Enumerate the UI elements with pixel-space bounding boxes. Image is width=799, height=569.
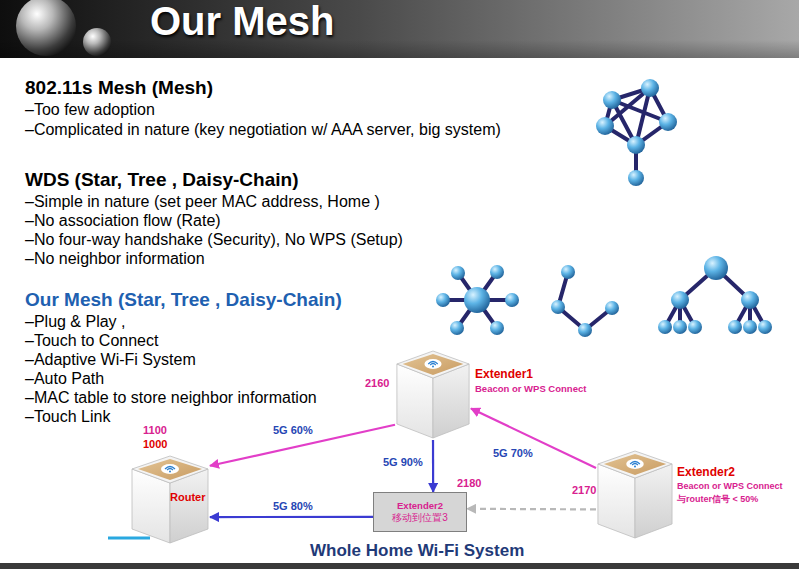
section-heading: WDS (Star, Tree , Daisy-Chain) [25,169,298,191]
bullet-text: –Touch Link [25,408,110,426]
device-note: 与router信号 < 50% [677,494,758,504]
device-name: Router [170,491,205,504]
wifi-link-arrow [467,508,596,511]
extender-device: Extender1Beacon or WPS Connect [395,350,471,440]
moved-extender-box: Extender2移动到位置3 [373,492,467,532]
wifi-link-arrow [471,409,596,469]
bullet-text: –Adaptive Wi-Fi System [25,351,196,369]
bullet-text: –No association flow (Rate) [25,212,221,230]
link-label: 5G 60% [272,424,314,437]
device-note: Beacon or WPS Connect [475,384,586,395]
device-name: Extender2 [677,466,735,480]
device-name: Extender1 [475,368,533,382]
router-device: Router [130,455,210,545]
channel-number: 1100 [143,424,167,437]
section-heading: Our Mesh (Star, Tree , Daisy-Chain) [25,289,342,311]
link-label: 5G 70% [492,447,534,460]
wifi-link-arrow [210,425,395,466]
bullet-text: –Simple in nature (set peer MAC address,… [25,193,380,211]
channel-number: 2170 [572,484,596,497]
channel-number: 2180 [457,477,481,490]
channel-number: 1000 [143,438,167,451]
device-note: 移动到位置3 [392,512,448,524]
bullet-text: –Too few adoption [25,101,155,119]
link-label: 5G 80% [272,500,314,513]
slide-caption: Whole Home Wi-Fi System [310,541,524,561]
bullet-text: –Auto Path [25,370,104,388]
wifi-link-arrow [210,516,373,518]
device-note: Beacon or WPS Connect [677,481,783,491]
section-heading: 802.11s Mesh (Mesh) [25,77,213,99]
device-cube [596,450,674,540]
bullet-text: –Plug & Play , [25,313,126,331]
bullet-text: –MAC table to store neighbor information [25,389,317,407]
device-cube [395,350,471,440]
slide-title: Our Mesh [150,0,334,44]
extender-device: Extender2Beacon or WPS Connect与router信号 … [596,450,674,540]
link-label: 5G 90% [382,456,424,469]
bullet-text: –Touch to Connect [25,332,158,350]
bullet-text: –No neighbor information [25,250,205,268]
device-name: Extender2 [397,501,443,512]
wifi-link-arrow [432,440,434,492]
bullet-text: –No four-way handshake (Security), No WP… [25,231,403,249]
bullet-text: –Complicated in nature (key negotiation … [25,121,501,139]
channel-number: 2160 [365,377,389,390]
